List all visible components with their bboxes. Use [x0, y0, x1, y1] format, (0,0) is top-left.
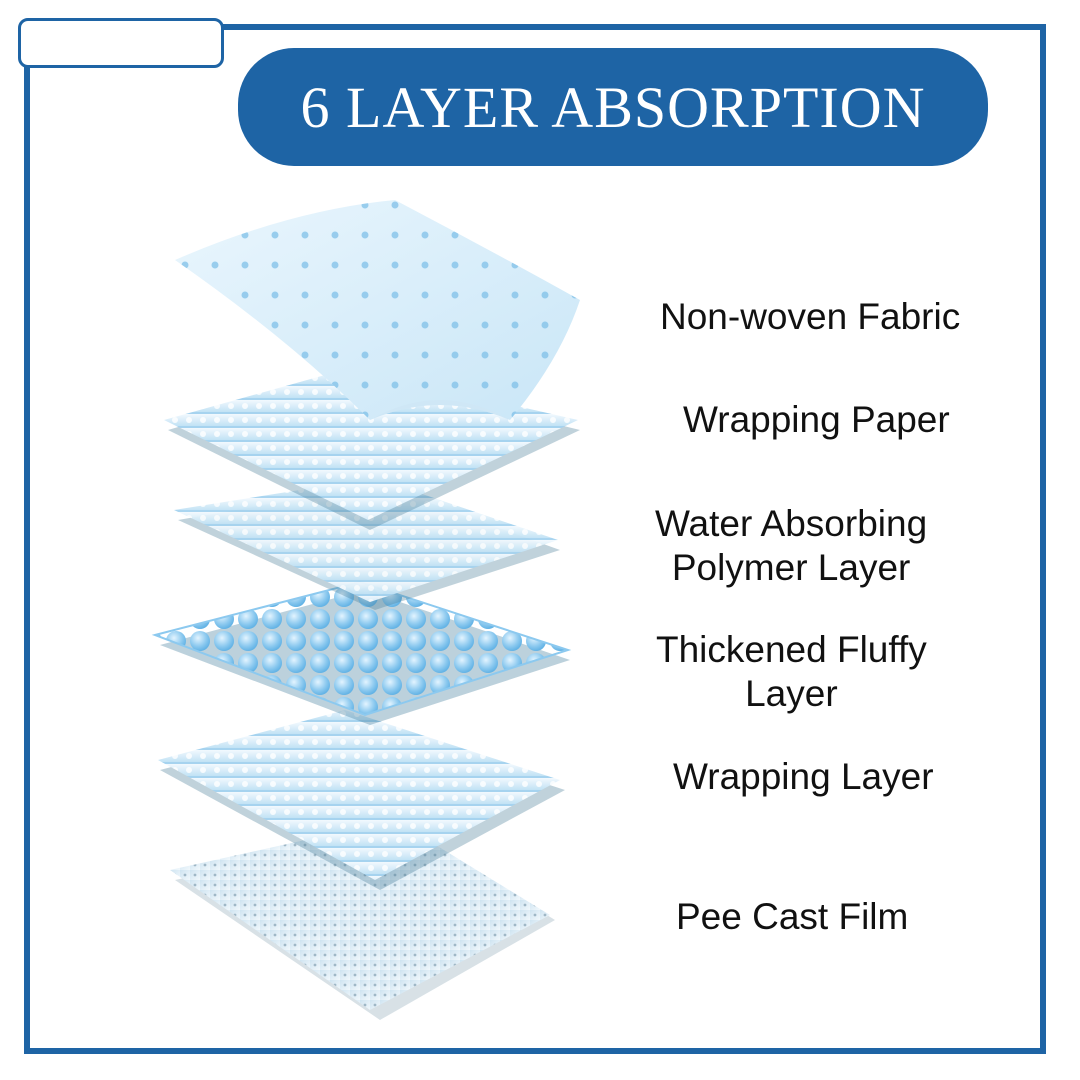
label-water-absorbing-polymer: Water Absorbing Polymer Layer	[655, 502, 927, 590]
layer-thickened-fluffy	[151, 580, 572, 725]
corner-tab	[18, 18, 224, 68]
label-wrapping-paper: Wrapping Paper	[683, 399, 950, 440]
diaper-layers-illustration	[151, 200, 580, 1020]
page-title: 6 LAYER ABSORPTION	[300, 74, 926, 140]
layer-non-woven-fabric	[175, 200, 580, 420]
title-banner: 6 LAYER ABSORPTION	[238, 48, 988, 166]
label-line: Polymer Layer	[671, 547, 911, 588]
label-thickened-fluffy: Thickened Fluffy Layer	[656, 628, 927, 716]
label-pee-cast-film: Pee Cast Film	[676, 896, 909, 937]
layer-wrapping-layer	[158, 710, 565, 890]
label-line: Layer	[745, 673, 838, 714]
border-frame	[24, 24, 1046, 1054]
label-line: Thickened Fluffy	[656, 629, 927, 670]
layer-water-absorbing-polymer	[174, 478, 560, 610]
label-non-woven-fabric: Non-woven Fabric	[660, 296, 961, 337]
label-wrapping-layer: Wrapping Layer	[673, 756, 934, 797]
label-line: Water Absorbing	[655, 503, 928, 544]
layer-pee-cast-film	[170, 820, 555, 1020]
